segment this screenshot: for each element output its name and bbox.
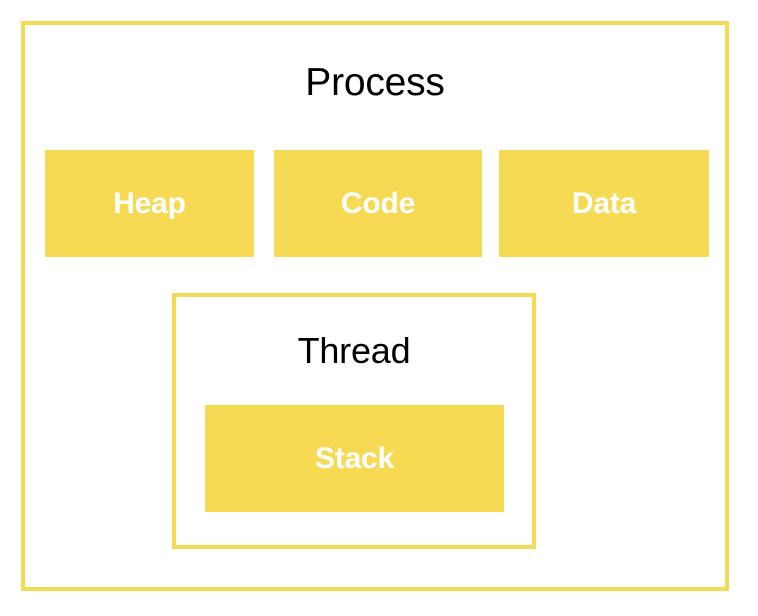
code-block: Code xyxy=(274,150,482,257)
stack-label: Stack xyxy=(314,441,395,475)
heap-block: Heap xyxy=(45,150,254,257)
process-container: Process Heap Code Data Thread Stack xyxy=(21,21,729,591)
stack-block: Stack xyxy=(205,405,504,512)
heap-label: Heap xyxy=(113,186,186,220)
data-block: Data xyxy=(499,150,709,257)
thread-title: Thread xyxy=(297,330,411,371)
code-label: Code xyxy=(340,186,416,220)
data-label: Data xyxy=(571,186,637,220)
thread-container: Thread Stack xyxy=(172,293,536,549)
process-title: Process xyxy=(305,61,445,104)
